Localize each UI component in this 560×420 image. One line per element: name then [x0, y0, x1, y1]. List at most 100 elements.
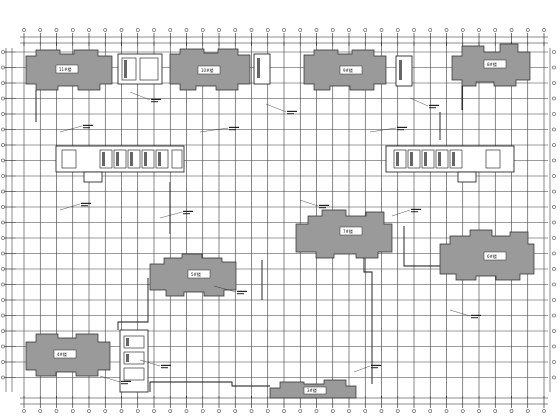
building-label: 5#楼 [191, 271, 201, 277]
annotation-text-mark [429, 104, 439, 106]
axis-bubble [282, 409, 286, 413]
axis-bubble [493, 409, 498, 413]
annotation-text-mark [121, 383, 128, 385]
annotation-text-mark [429, 107, 436, 109]
annotation-text-mark [397, 129, 404, 131]
annotation-text-mark [151, 98, 161, 100]
building-label: 7#楼 [343, 228, 353, 234]
annotation-text-mark [161, 364, 171, 366]
axis-bubble [233, 28, 238, 32]
building-8: 8#楼 [451, 43, 531, 87]
annotation-text-mark [229, 129, 236, 131]
axis-bubble [552, 65, 556, 70]
annotation-leader [213, 285, 237, 293]
axis-bubble [22, 409, 26, 413]
axis-bubble [1, 65, 5, 70]
axis-bubble [184, 409, 189, 413]
axis-bubble [1, 282, 5, 287]
axis-bubble [265, 409, 270, 413]
axis-bubble [1, 112, 5, 116]
axis-bubble [552, 267, 556, 271]
axis-bubble [493, 28, 498, 32]
axis-bubble [1, 375, 5, 380]
axis-bubble [1, 267, 5, 271]
axis-bubble [1, 220, 5, 225]
axis-bubble [444, 409, 449, 413]
axis-bubble [1, 81, 5, 85]
annotation-text-mark [183, 213, 190, 215]
axis-bubble [552, 158, 556, 163]
axis-bubble [152, 409, 156, 413]
axis-bubble [1, 298, 5, 302]
top-stair-core-1 [117, 53, 163, 85]
axis-bubble [552, 127, 556, 132]
axis-bubble [552, 236, 556, 240]
annotation-text-mark [371, 364, 381, 366]
pipe-routes [35, 86, 463, 392]
axis-bubble [298, 409, 303, 413]
annotation-text-mark [121, 380, 131, 382]
axis-bubble [1, 189, 5, 194]
building-5: 5#楼 [149, 253, 237, 297]
axis-bubble [314, 28, 319, 32]
axis-bubble [460, 28, 465, 32]
annotation-text-mark [397, 126, 407, 128]
annotation-text-mark [81, 205, 88, 207]
axis-bubble [135, 28, 140, 32]
annotation-text-mark [83, 124, 93, 126]
annotation-leader [129, 91, 151, 101]
building-4: 4#楼 [25, 333, 111, 377]
annotation-text-mark [237, 290, 247, 292]
axis-bubble [395, 28, 400, 32]
axis-bubble [1, 96, 5, 101]
axis-bubble [347, 409, 351, 413]
annotation-text-mark [81, 202, 91, 204]
axis-bubble [552, 251, 556, 256]
axis-bubble [552, 360, 556, 364]
axis-bubble [298, 28, 303, 32]
annotation-text-mark [183, 210, 193, 212]
axis-bubble [412, 28, 416, 32]
axis-bubble [552, 189, 556, 194]
axis-bubble [200, 409, 205, 413]
building-3: 3#楼 [269, 379, 357, 399]
annotation-text-mark [229, 126, 239, 128]
annotation-leader [59, 125, 83, 133]
axis-bubble [379, 409, 384, 413]
axis-bubble [412, 409, 416, 413]
axis-bubble [87, 28, 91, 32]
left-equipment-core [55, 145, 185, 183]
axis-bubble [265, 28, 270, 32]
annotation-leaders [59, 91, 481, 385]
axis-bubble [552, 329, 556, 333]
axis-bubble [54, 409, 59, 413]
axis-bubble [119, 409, 124, 413]
building-6: 6#楼 [439, 229, 535, 281]
axis-bubble [1, 205, 5, 209]
axis-bubble [428, 409, 433, 413]
axis-bubble [54, 28, 59, 32]
annotation-text-mark [161, 367, 168, 369]
annotation-text-mark [411, 211, 418, 213]
axis-bubble [330, 28, 335, 32]
annotation-text-mark [471, 317, 478, 319]
annotation-leader [199, 127, 229, 133]
building-11: 11#楼 [25, 49, 113, 91]
axis-bubble [249, 28, 254, 32]
axis-bubble [552, 344, 556, 349]
axis-bubble [1, 251, 5, 256]
axis-bubble [552, 375, 556, 380]
axis-bubble [542, 409, 546, 413]
top-stair-core-3 [395, 55, 413, 87]
annotation-leader [409, 97, 429, 107]
annotation-leader [159, 211, 183, 219]
left-dimension-line [5, 48, 13, 392]
building-10: 10#楼 [169, 48, 251, 91]
axis-bubble [552, 143, 556, 147]
axis-bubble [1, 127, 5, 132]
axis-bubble [200, 28, 205, 32]
annotation-text-mark [287, 113, 294, 115]
axis-bubble [152, 28, 156, 32]
axis-bubble [1, 236, 5, 240]
axis-bubble [379, 28, 384, 32]
